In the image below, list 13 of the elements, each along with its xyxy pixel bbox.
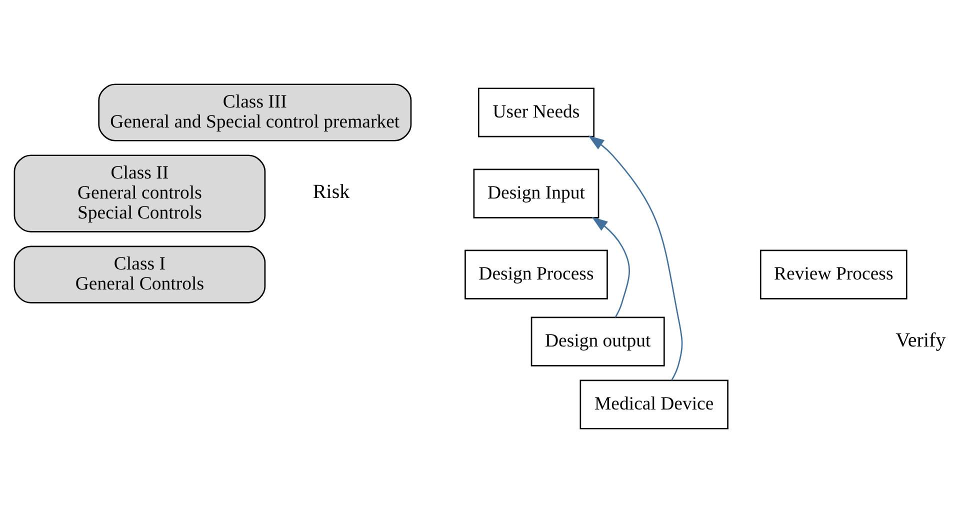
node-box: Class I General Controls <box>14 245 266 303</box>
node-box: Review Process <box>760 249 908 299</box>
node-box: Class II General controls Special Controls <box>14 154 266 232</box>
node-box: User Needs <box>478 87 594 137</box>
node-box: Design output <box>530 316 665 366</box>
label: Risk <box>312 180 350 203</box>
arrow <box>588 135 683 380</box>
node-box: Design Input <box>473 168 600 218</box>
node-box: Medical Device <box>580 379 728 429</box>
node-box: Class III General and Special control premarket <box>98 83 412 141</box>
arrow <box>592 216 630 318</box>
label: Verify <box>896 328 946 351</box>
node-box: Design Process <box>464 249 608 299</box>
